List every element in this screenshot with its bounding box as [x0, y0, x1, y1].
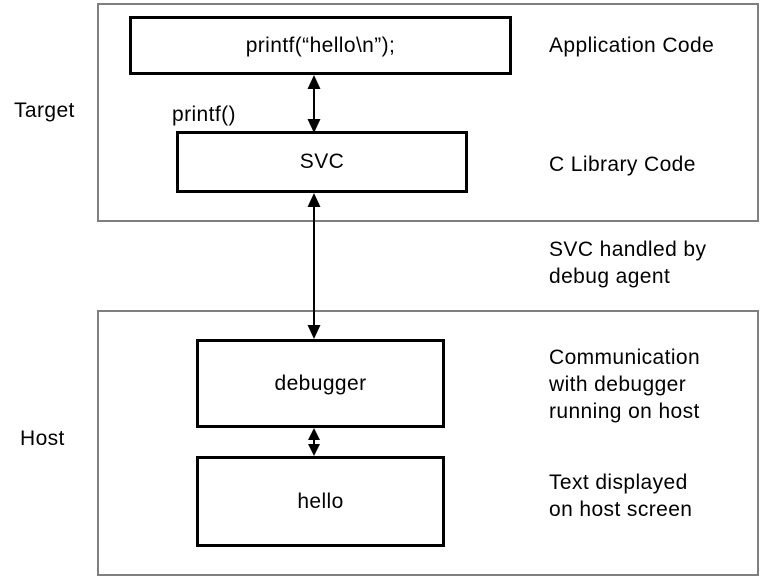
- svc-box: SVC: [176, 131, 468, 193]
- printf-call-label: printf(“hello\n”);: [245, 33, 396, 57]
- double-arrow-svc-to-debugger-icon: [306, 193, 322, 339]
- host-label: Host: [20, 427, 65, 450]
- annotation-line: Communication: [549, 346, 701, 369]
- debugger-box: debugger: [196, 339, 445, 428]
- annotation-line: Application Code: [549, 34, 715, 57]
- svc-label: SVC: [299, 150, 345, 173]
- debugger-label: debugger: [274, 371, 367, 395]
- annotation-line: on host screen: [549, 498, 693, 521]
- printf-call-box: printf(“hello\n”);: [129, 16, 512, 75]
- host-region-box: [97, 310, 759, 576]
- annotation-line: C Library Code: [549, 153, 696, 176]
- hello-box: hello: [196, 456, 445, 547]
- svc-handled-annotation: SVC handled by debug agent: [549, 236, 706, 290]
- hello-label: hello: [297, 489, 344, 513]
- text-displayed-annotation: Text displayed on host screen: [549, 469, 692, 523]
- target-region-box: [97, 3, 759, 222]
- target-label: Target: [14, 99, 75, 122]
- annotation-line: debug agent: [549, 265, 671, 288]
- application-code-annotation: Application Code: [549, 32, 714, 59]
- annotation-line: with debugger: [549, 373, 687, 396]
- double-arrow-app-to-svc-icon: [306, 75, 322, 133]
- annotation-line: Text displayed: [549, 471, 688, 494]
- annotation-line: running on host: [549, 400, 700, 423]
- c-library-code-annotation: C Library Code: [549, 151, 696, 178]
- double-arrow-debugger-to-hello-icon: [306, 428, 322, 456]
- communication-annotation: Communication with debugger running on h…: [549, 344, 700, 425]
- printf-fn-label: printf(): [172, 103, 236, 126]
- annotation-line: SVC handled by: [549, 238, 707, 261]
